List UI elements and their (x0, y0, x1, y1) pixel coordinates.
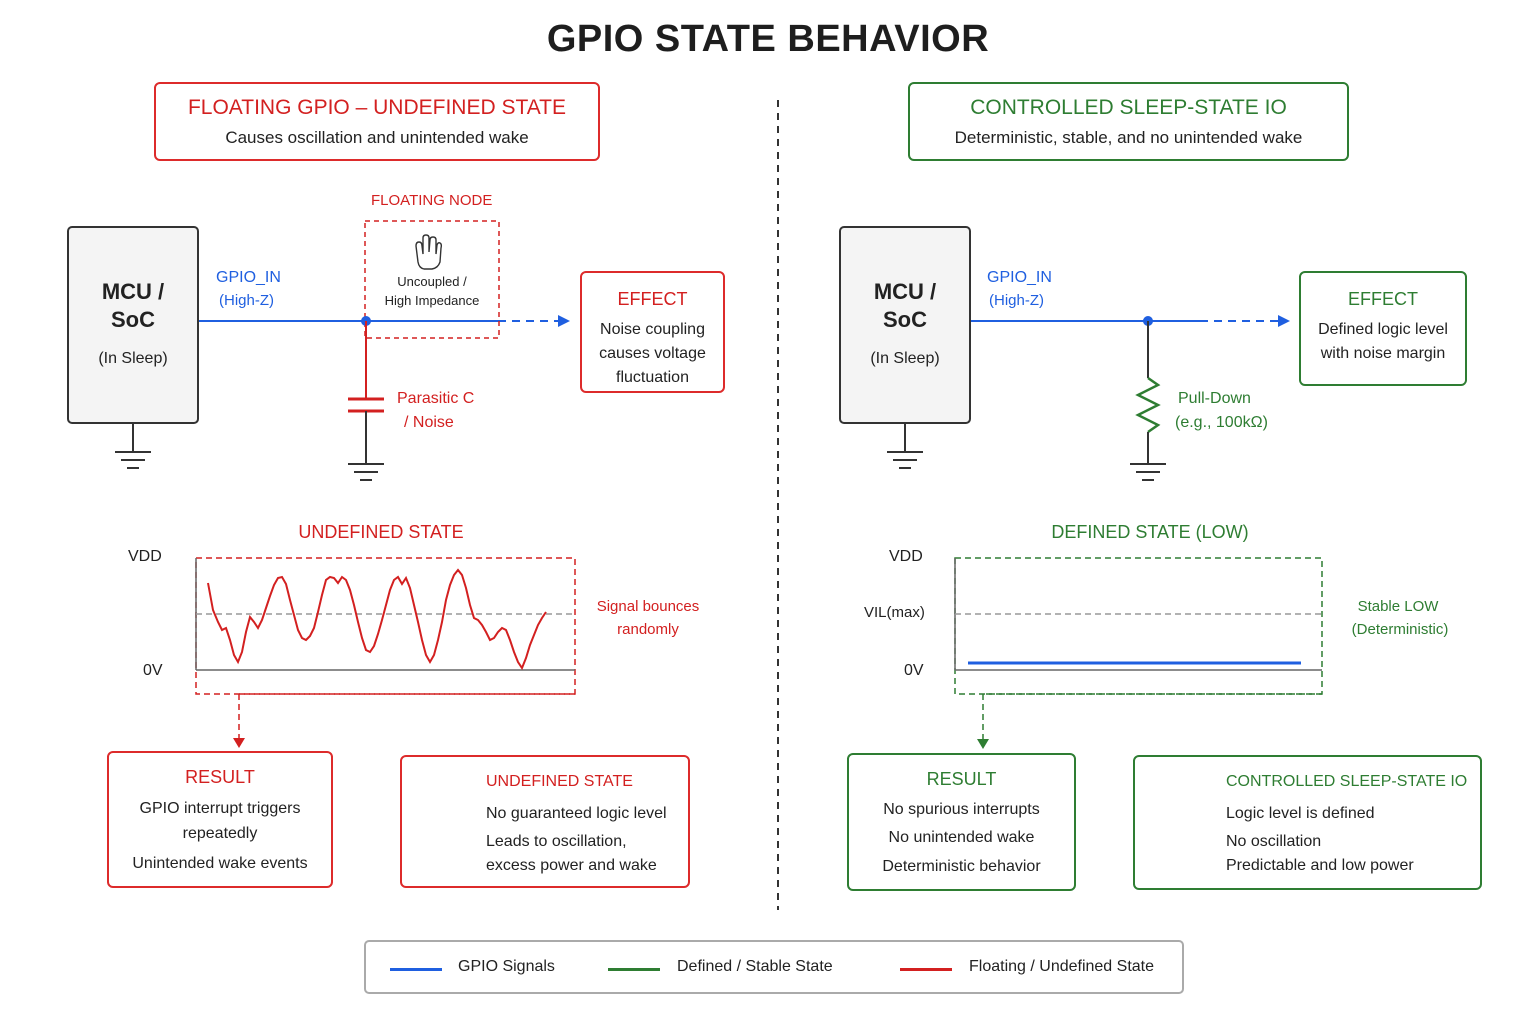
left-waveform-title: UNDEFINED STATE (298, 522, 464, 542)
floating-node-text-1: Uncoupled / (397, 274, 467, 289)
left-signal-mode: (High-Z) (219, 292, 274, 309)
right-header-subtitle: Deterministic, stable, and no unintended… (954, 128, 1303, 147)
pulldown-ground (1130, 463, 1166, 481)
right-result-line-2: No unintended wake (888, 829, 1035, 846)
left-result-arrow-head (233, 738, 245, 748)
left-mcu-state: (In Sleep) (98, 350, 168, 367)
left-noisy-waveform (207, 568, 547, 671)
right-mcu-state: (In Sleep) (870, 350, 940, 367)
pulldown-label-1: Pull-Down (1178, 390, 1251, 407)
right-wave-note-2: (Deterministic) (1351, 621, 1449, 638)
floating-node-label: FLOATING NODE (371, 192, 493, 209)
legend-label-floating: Floating / Undefined State (969, 958, 1155, 975)
pulldown-resistor (1135, 376, 1161, 434)
right-effect-title: EFFECT (1348, 289, 1418, 309)
right-vdd-label: VDD (889, 548, 923, 565)
left-result-line-2: repeatedly (182, 825, 258, 842)
right-result-box: RESULT No spurious interrupts No uninten… (847, 753, 1076, 891)
left-header-subtitle: Causes oscillation and unintended wake (225, 128, 529, 147)
left-effect-text: Noise coupling causes voltage fluctuatio… (599, 321, 706, 386)
left-result-line-1: GPIO interrupt triggers (139, 800, 301, 817)
left-effect-title: EFFECT (617, 289, 688, 309)
right-result-line-3: Deterministic behavior (882, 858, 1041, 875)
left-effect-box: EFFECT Noise coupling causes voltage flu… (580, 271, 725, 393)
right-ok-box: CONTROLLED SLEEP-STATE IO Logic level is… (1133, 755, 1482, 890)
right-header-title: CONTROLLED SLEEP-STATE IO (970, 96, 1287, 119)
right-ok-title: CONTROLLED SLEEP-STATE IO (1226, 773, 1468, 790)
legend-swatch-defined (608, 968, 660, 971)
left-warning-line-2: Leads to oscillation, (486, 833, 627, 850)
right-signal-mode: (High-Z) (989, 292, 1044, 309)
left-cap-ground (348, 463, 384, 481)
left-result-box: RESULT GPIO interrupt triggers repeatedl… (107, 751, 333, 888)
left-wave-frame (195, 557, 576, 695)
left-vdd-label: VDD (128, 548, 162, 565)
left-mcu-ground (115, 424, 151, 469)
legend-label-gpio: GPIO Signals (458, 958, 555, 975)
left-header-box: FLOATING GPIO – UNDEFINED STATE Causes o… (154, 82, 600, 161)
left-wave-note-2: randomly (617, 621, 679, 638)
right-result-title: RESULT (926, 769, 997, 789)
right-vil-label: VIL(max) (864, 604, 925, 621)
right-waveform-title: DEFINED STATE (LOW) (1051, 522, 1249, 542)
right-mcu-block: MCU / SoC (In Sleep) (839, 226, 971, 424)
right-arrow-head (1278, 315, 1290, 327)
page-title: GPIO STATE BEHAVIOR (546, 18, 990, 60)
parasitic-label-1: Parasitic C (397, 390, 475, 407)
legend-label-defined: Defined / Stable State (677, 958, 833, 975)
floating-node-text-2: High Impedance (384, 293, 480, 308)
left-warning-line-3: excess power and wake (486, 857, 657, 874)
right-effect-text: Defined logic level with noise margin (1318, 321, 1448, 362)
right-ok-line-3: Predictable and low power (1226, 857, 1414, 874)
right-mcu-name: MCU / SoC (873, 279, 937, 332)
floating-node-box (364, 220, 500, 339)
right-ok-line-1: Logic level is defined (1226, 805, 1375, 822)
hand-icon (415, 234, 443, 270)
right-result-line-1: No spurious interrupts (883, 801, 1040, 818)
legend: GPIO Signals Defined / Stable State Floa… (364, 940, 1184, 994)
right-ok-line-2: No oscillation (1226, 833, 1322, 850)
pulldown-label-2: (e.g., 100kΩ) (1175, 414, 1268, 431)
left-mcu-block: MCU / SoC (In Sleep) (67, 226, 199, 424)
left-warning-title: UNDEFINED STATE (486, 773, 633, 790)
right-signal-name: GPIO_IN (987, 269, 1052, 286)
left-warning-line-1: No guaranteed logic level (486, 805, 667, 822)
left-signal-name: GPIO_IN (216, 269, 281, 286)
right-wave-frame (954, 557, 1323, 695)
left-header-title: FLOATING GPIO – UNDEFINED STATE (187, 96, 567, 119)
parasitic-label-2: / Noise (404, 414, 454, 431)
legend-swatch-gpio (390, 968, 442, 971)
right-mcu-ground (887, 424, 923, 469)
left-wave-note-1: Signal bounces (596, 598, 700, 615)
right-zero-label: 0V (904, 662, 924, 679)
left-warning-box: UNDEFINED STATE No guaranteed logic leve… (400, 755, 690, 888)
left-result-title: RESULT (185, 767, 255, 787)
right-effect-box: EFFECT Defined logic level with noise ma… (1299, 271, 1467, 386)
left-result-line-3: Unintended wake events (132, 855, 308, 872)
right-header-box: CONTROLLED SLEEP-STATE IO Deterministic,… (908, 82, 1349, 161)
legend-swatch-floating (900, 968, 952, 971)
left-arrow-head (558, 315, 570, 327)
right-result-arrow-head (977, 739, 989, 749)
right-wave-note-1: Stable LOW (1357, 598, 1439, 615)
left-zero-label: 0V (143, 662, 163, 679)
left-mcu-name: MCU / SoC (101, 279, 165, 332)
